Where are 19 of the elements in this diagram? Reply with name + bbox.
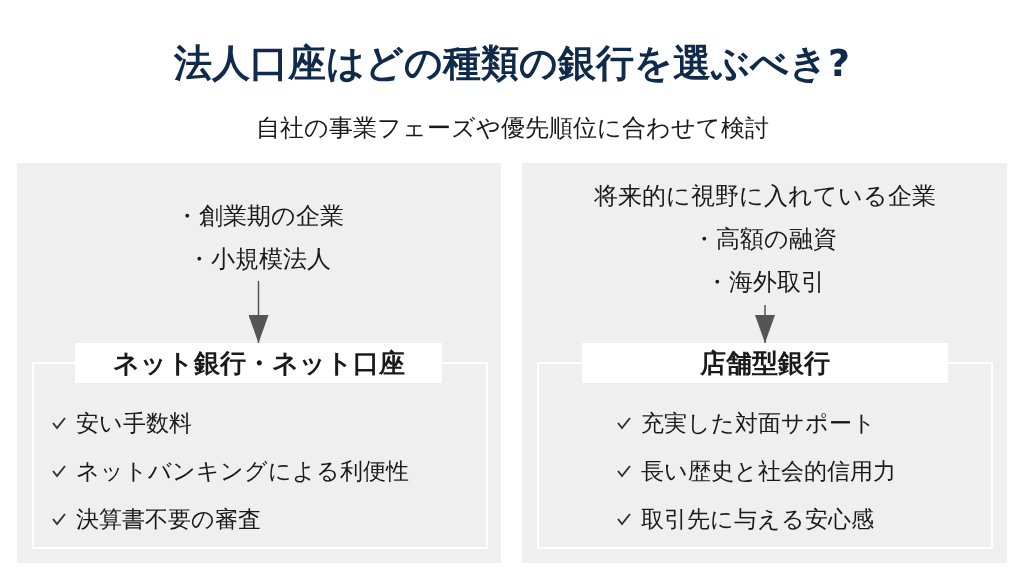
list-item: 取引先に与える安心感 — [641, 504, 874, 534]
list-item: ネットバンキングによる利便性 — [76, 456, 409, 486]
title: 法人口座はどの種類の銀行を選ぶべき? — [172, 40, 851, 87]
list-item: 決算書不要の審査 — [76, 504, 261, 534]
panel-background — [522, 163, 1007, 563]
body-text: ・高額の融資 — [691, 224, 838, 255]
panel-background — [17, 163, 501, 563]
section-heading: ネット銀行・ネット口座 — [75, 343, 442, 383]
subtitle: 自社の事業フェーズや優先順位に合わせて検討 — [254, 113, 770, 144]
body-text: 将来的に視野に入れている企業 — [592, 181, 937, 212]
list-item: 長い歴史と社会的信用力 — [641, 456, 896, 486]
arrow — [755, 304, 775, 344]
list-item: 充実した対面サポート — [641, 408, 876, 438]
body-text: ・海外取引 — [703, 267, 826, 298]
list-item: 安い手数料 — [76, 408, 192, 438]
section-heading: 店舗型銀行 — [582, 343, 948, 383]
body-text: ・小規模法人 — [186, 244, 332, 275]
body-text: ・創業期の企業 — [173, 201, 345, 232]
arrow — [248, 280, 269, 344]
